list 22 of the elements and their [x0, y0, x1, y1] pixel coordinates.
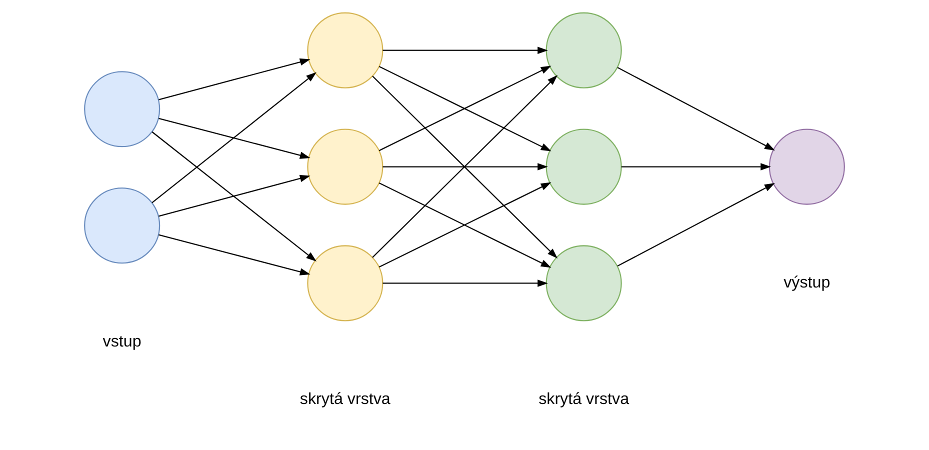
arrow: [621, 163, 771, 170]
node-circle: [84, 71, 160, 148]
label: vstup: [102, 332, 142, 350]
label: výstup: [784, 273, 830, 292]
node-circle: [768, 128, 845, 205]
arrow: [382, 280, 548, 287]
node-circle: [84, 188, 160, 264]
label: skrytá vrstva: [300, 390, 390, 408]
arrow: [158, 234, 310, 276]
node-circle: [307, 128, 384, 205]
arrow: [152, 72, 317, 204]
arrow: [158, 174, 310, 217]
label: skrytá vrstva: [538, 390, 630, 408]
arrow: [152, 131, 317, 262]
arrow: [382, 163, 548, 170]
arrow: [617, 183, 775, 267]
arrow: [617, 67, 775, 151]
arrow: [378, 182, 552, 268]
arrow: [158, 58, 310, 100]
arrow: [158, 118, 310, 159]
arrow: [382, 46, 548, 54]
node-circle: [546, 128, 622, 205]
